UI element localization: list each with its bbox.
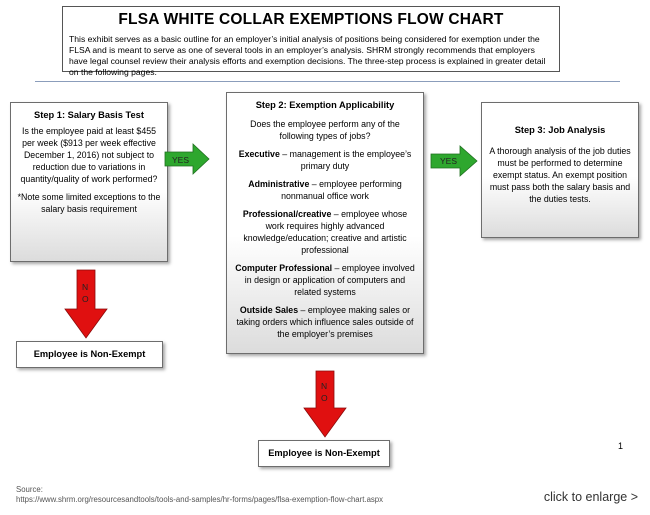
job-type-desc: – management is the employee’s primary d… [279,149,412,171]
yes-arrow-shape [430,145,478,177]
no-arrow-shape [303,370,347,438]
step2-question: Does the employee perform any of the fol… [250,119,400,141]
source-url: https://www.shrm.org/resourcesandtools/t… [16,495,384,504]
step3-title: Step 3: Job Analysis [514,125,606,135]
job-type-computer: Computer Professional – employee involve… [233,262,417,298]
job-type-professional: Professional/creative – employee whose w… [233,208,417,256]
no-arrow-down-icon [64,269,108,339]
source-label: Source: [16,485,43,494]
non-exempt-box-2: Employee is Non-Exempt [258,440,390,467]
click-to-enlarge-link[interactable]: click to enlarge > [543,490,638,504]
job-type-term: Executive [238,149,280,159]
job-type-desc: – employee involved in design or applica… [244,263,415,297]
non-exempt-box-1: Employee is Non-Exempt [16,341,163,368]
job-type-desc: – employee making sales or taking orders… [236,305,414,339]
source-citation: Source: https://www.shrm.org/resourcesan… [16,485,383,505]
job-type-desc: – employee performing nonmanual office w… [281,179,402,201]
yes-arrow-right-icon [430,145,478,177]
step3-box: Step 3: Job Analysis A thorough analysis… [481,102,639,238]
header-box: FLSA WHITE COLLAR EXEMPTIONS FLOW CHART … [62,6,560,77]
intro-text: This exhibit serves as a basic outline f… [69,34,546,77]
step2-box: Step 2: Exemption Applicability Does the… [226,92,424,354]
yes-label: YES [172,155,190,165]
job-type-term: Professional/creative [242,209,332,219]
step1-note: *Note some limited exceptions to the sal… [17,192,161,214]
no-label-o: O [82,294,89,304]
no-label-o: O [321,393,328,403]
divider-rule [35,81,620,82]
yes-label: YES [440,156,458,166]
step1-title: Step 1: Salary Basis Test [34,110,144,120]
step1-box: Step 1: Salary Basis Test Is the employe… [10,102,168,262]
step1-question: Is the employee paid at least $455 per w… [20,126,158,184]
job-type-term: Computer Professional [235,263,333,273]
no-arrow-shape [64,269,108,339]
page-number: 1 [618,441,624,451]
job-type-term: Outside Sales [239,305,299,315]
job-type-executive: Executive – management is the employee’s… [233,148,417,172]
step3-text: A thorough analysis of the job duties mu… [489,146,631,204]
job-type-term: Administrative [248,179,310,189]
job-type-administrative: Administrative – employee performing non… [233,178,417,202]
no-label-n: N [82,282,89,292]
job-type-outside-sales: Outside Sales – employee making sales or… [233,304,417,340]
no-arrow-down-icon [303,370,347,438]
no-label-n: N [321,381,328,391]
step2-title: Step 2: Exemption Applicability [255,100,395,110]
yes-arrow-shape [164,143,210,175]
job-type-desc: – employee whose work requires highly ad… [243,209,408,255]
chart-title: FLSA WHITE COLLAR EXEMPTIONS FLOW CHART [118,11,504,28]
yes-arrow-right-icon [164,143,210,175]
